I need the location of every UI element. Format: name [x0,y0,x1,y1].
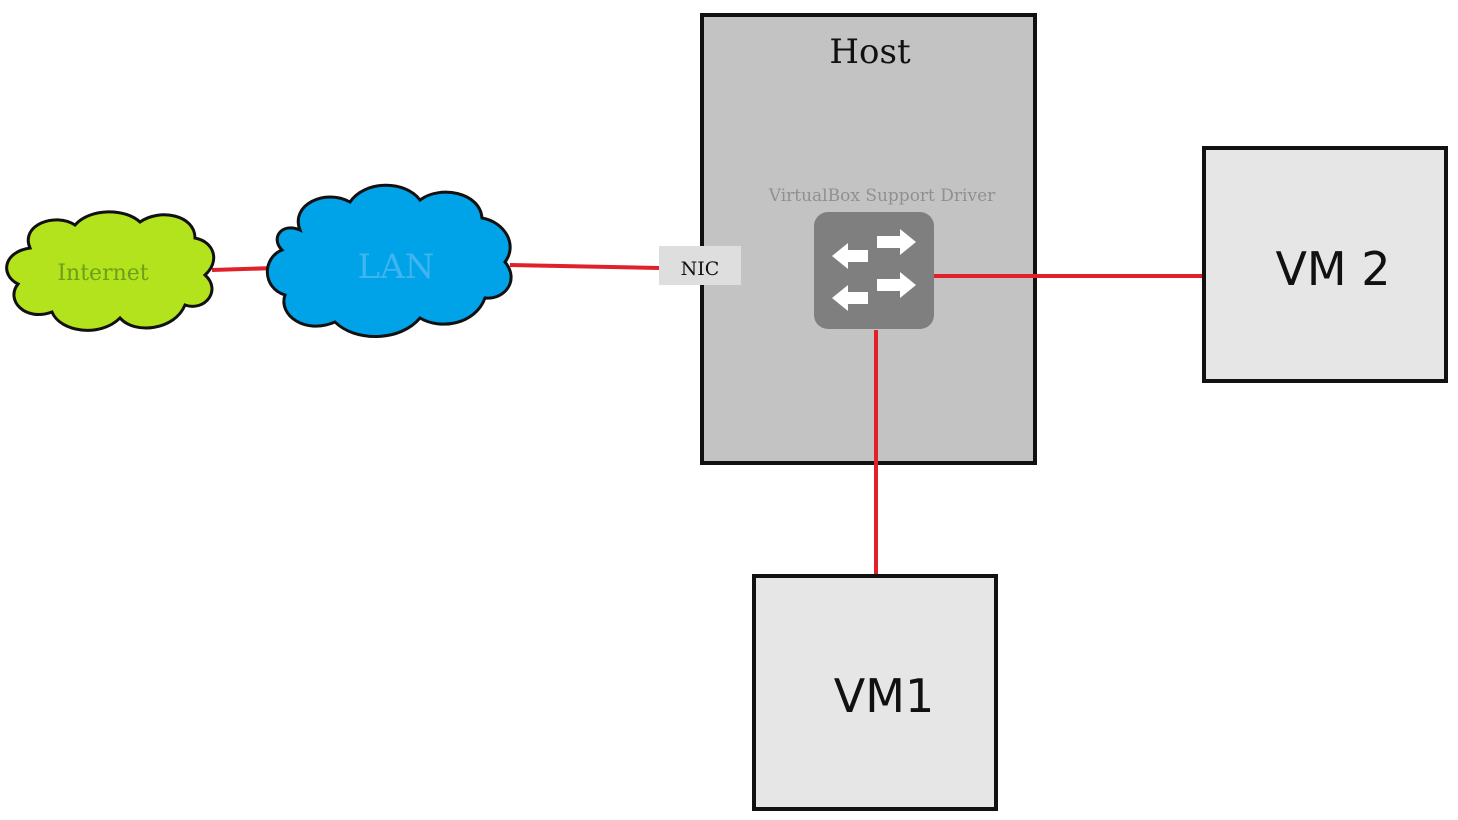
link-internet-lan [211,266,277,272]
support-driver: VirtualBox Support Driver [768,186,996,329]
lan-label: LAN [358,247,435,287]
links [211,263,1205,574]
vm2-box: VM 2 [1202,146,1448,383]
vm2-label: VM 2 [1275,242,1390,296]
nic-box: NIC [659,246,741,285]
link-lan-nic [509,263,661,270]
internet-cloud: Internet [5,210,216,332]
lan-cloud: LAN [265,183,513,338]
driver-label: VirtualBox Support Driver [768,186,996,206]
internet-label: Internet [57,261,148,286]
network-switch-icon [814,212,934,329]
host-label: Host [829,32,911,72]
vm1-label: VM1 [834,669,934,723]
nic-label: NIC [681,258,720,280]
vm1-box: VM1 [752,574,998,811]
